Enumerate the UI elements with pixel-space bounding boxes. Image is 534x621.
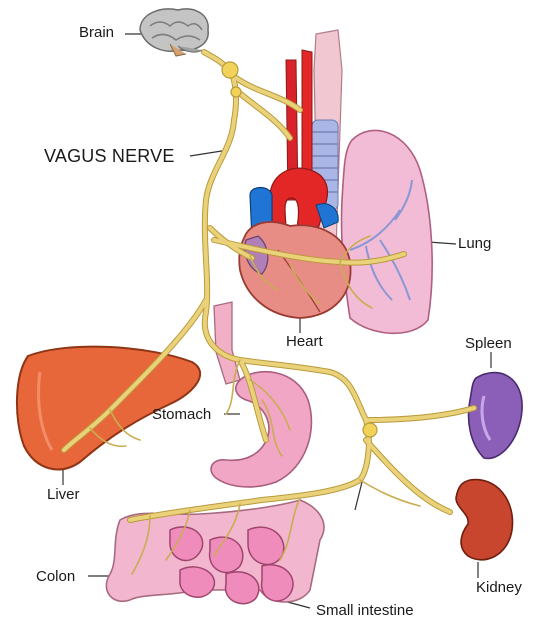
vagus-nerve-label: VAGUS NERVE: [44, 147, 175, 165]
liver-label: Liver: [47, 487, 80, 502]
kidney: [456, 480, 513, 560]
kidney-label: Kidney: [476, 580, 522, 595]
spleen: [469, 373, 523, 459]
stomach-label: Stomach: [152, 407, 211, 422]
spleen-label: Spleen: [465, 336, 512, 351]
brain-label: Brain: [79, 25, 114, 40]
heart-label: Heart: [286, 334, 323, 349]
colon-label: Colon: [36, 569, 75, 584]
lung-label: Lung: [458, 236, 491, 251]
lung: [341, 130, 432, 333]
small-intestine-label: Small intestine: [316, 603, 414, 618]
brain: [140, 9, 208, 56]
